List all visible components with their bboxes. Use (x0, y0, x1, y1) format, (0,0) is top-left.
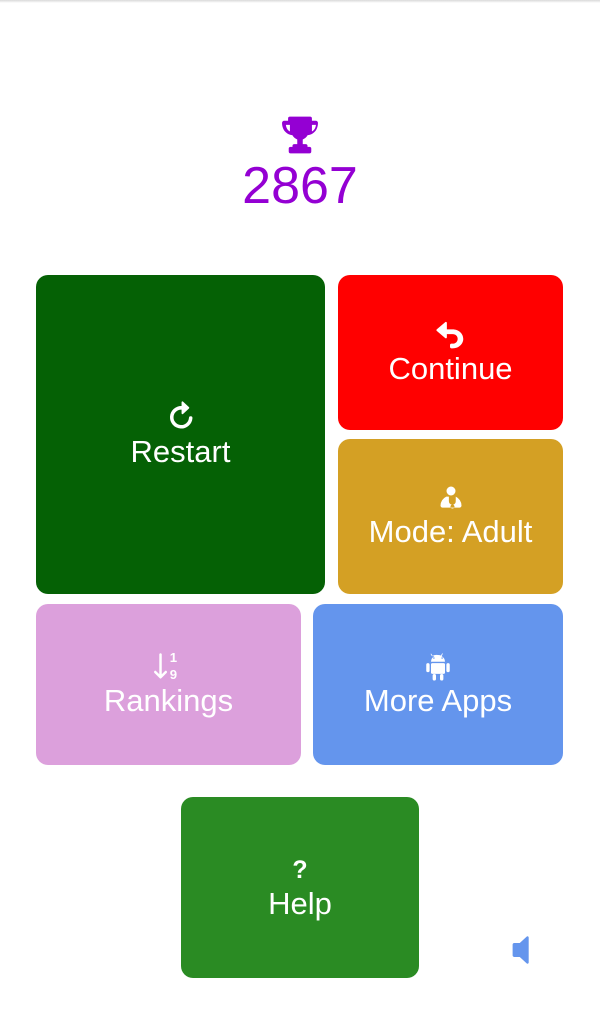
more-apps-button[interactable]: More Apps (313, 604, 563, 765)
help-button-label: Help (268, 885, 332, 921)
doctor-icon (436, 484, 466, 514)
sort-numeric-down-icon: 1 9 (152, 650, 185, 683)
question-mark-icon: ? (287, 854, 313, 886)
undo-arrow-icon (434, 319, 468, 351)
android-robot-icon (423, 651, 453, 683)
svg-text:1: 1 (170, 650, 177, 665)
mode-toggle-button[interactable]: Mode: Adult (338, 439, 563, 594)
restart-button-label: Restart (130, 433, 231, 469)
rankings-button[interactable]: 1 9 Rankings (36, 604, 301, 765)
rotate-right-icon (164, 400, 198, 434)
svg-text:9: 9 (170, 667, 177, 682)
more-apps-button-label: More Apps (363, 682, 513, 718)
restart-button[interactable]: Restart (36, 275, 325, 594)
status-bar-divider (0, 0, 600, 3)
sound-toggle-button[interactable] (508, 933, 544, 967)
speaker-muted-icon (508, 936, 544, 970)
high-score-value: 2867 (242, 157, 358, 215)
mode-button-label: Mode: Adult (368, 513, 533, 549)
trophy-icon (278, 112, 322, 158)
rankings-button-label: Rankings (103, 683, 234, 719)
high-score-display: 2867 (0, 112, 600, 212)
continue-button[interactable]: Continue (338, 275, 563, 430)
continue-button-label: Continue (388, 350, 513, 386)
help-button[interactable]: ? Help (181, 797, 419, 978)
svg-text:?: ? (292, 855, 307, 883)
